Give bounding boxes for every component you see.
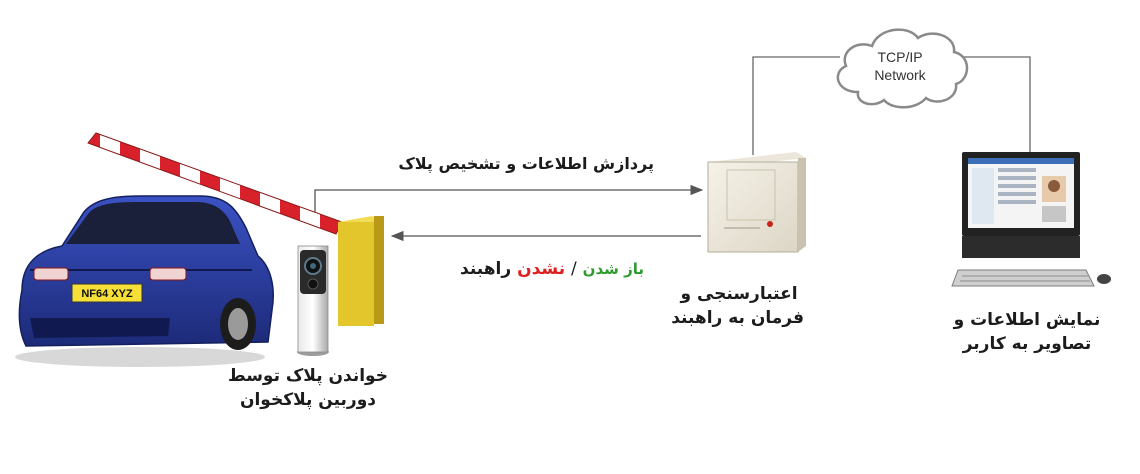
arrow-to-controller [314,184,704,222]
network-line1: TCP/IP [877,49,923,65]
camera-pillar [297,245,329,356]
cloud-icon [836,28,969,109]
camera-caption-line1: خواندن پلاک توسط [228,366,388,386]
barrier-text: راهبند [460,259,512,279]
network-label: TCP/IP Network [858,48,942,84]
controller-caption: اعتبارسنجی و فرمان به راهبند [671,282,804,330]
barrier-command-label: باز شدن / نشدن راهبند [460,257,644,281]
controller-box-icon [707,152,806,253]
network-line2: Network [874,67,926,83]
license-plate: NF64 XYZ [81,288,133,300]
car-image: NF64 XYZ [15,195,274,367]
open-text: باز شدن [582,260,644,278]
network-lines [752,56,1031,155]
computer-caption-line1: نمایش اطلاعات و [953,310,1101,330]
controller-caption-line2: فرمان به راهبند [671,308,804,328]
computer-icon [951,152,1111,287]
separator-text: / [571,259,577,279]
controller-caption-line1: اعتبارسنجی و [680,284,798,304]
processing-label: پردازش اطلاعات و تشخیص پلاک [398,154,654,173]
camera-caption-line2: دوربین پلاکخوان [239,390,377,410]
close-text: نشدن [517,259,566,279]
camera-caption: خواندن پلاک توسط دوربین پلاکخوان [228,364,388,412]
computer-caption: نمایش اطلاعات و تصاویر به کاربر [952,308,1102,356]
barrier-post [338,216,384,326]
computer-caption-line2: تصاویر به کاربر [962,334,1092,354]
